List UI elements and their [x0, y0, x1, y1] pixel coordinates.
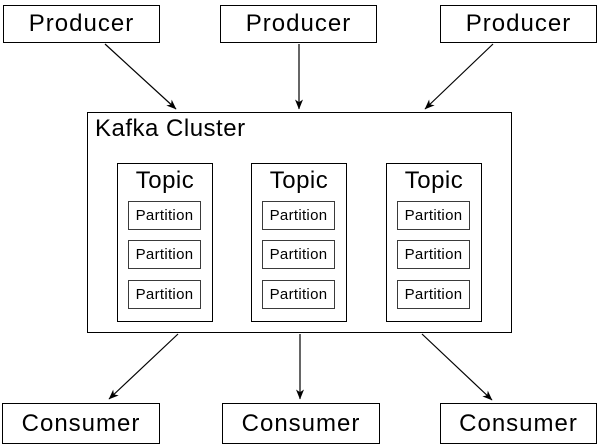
consumer-label: Consumer: [21, 409, 141, 437]
topic-box-3: Topic Partition Partition Partition: [386, 163, 482, 322]
topic-label: Topic: [404, 167, 464, 194]
arrow-cluster-to-consumer3: [421, 333, 493, 401]
producer-box-2: Producer: [220, 5, 377, 43]
partition-box: Partition: [397, 201, 470, 230]
partition-box: Partition: [262, 201, 335, 230]
topic-box-2: Topic Partition Partition Partition: [251, 163, 347, 322]
consumer-box-2: Consumer: [222, 403, 380, 444]
arrow-producer3-to-cluster: [424, 43, 494, 110]
partition-box: Partition: [397, 240, 470, 269]
topic-label: Topic: [269, 167, 329, 194]
partition-box: Partition: [128, 201, 201, 230]
partition-box: Partition: [262, 240, 335, 269]
consumer-box-1: Consumer: [2, 403, 160, 444]
consumer-label: Consumer: [459, 409, 578, 437]
partition-box: Partition: [397, 280, 470, 309]
producer-label: Producer: [245, 10, 352, 37]
partition-box: Partition: [262, 280, 335, 309]
kafka-cluster-box: Kafka Cluster Topic Partition Partition …: [87, 112, 512, 333]
kafka-cluster-label: Kafka Cluster: [95, 115, 246, 142]
arrow-cluster-to-consumer1: [108, 333, 179, 400]
topic-label: Topic: [135, 167, 195, 194]
producer-box-1: Producer: [3, 5, 160, 43]
partition-box: Partition: [128, 280, 201, 309]
consumer-label: Consumer: [241, 409, 361, 437]
partition-box: Partition: [128, 240, 201, 269]
producer-label: Producer: [28, 10, 135, 37]
producer-box-3: Producer: [440, 5, 597, 43]
topic-box-1: Topic Partition Partition Partition: [117, 163, 213, 322]
consumer-box-3: Consumer: [440, 403, 597, 444]
arrow-producer1-to-cluster: [104, 43, 177, 110]
producer-label: Producer: [465, 10, 572, 37]
